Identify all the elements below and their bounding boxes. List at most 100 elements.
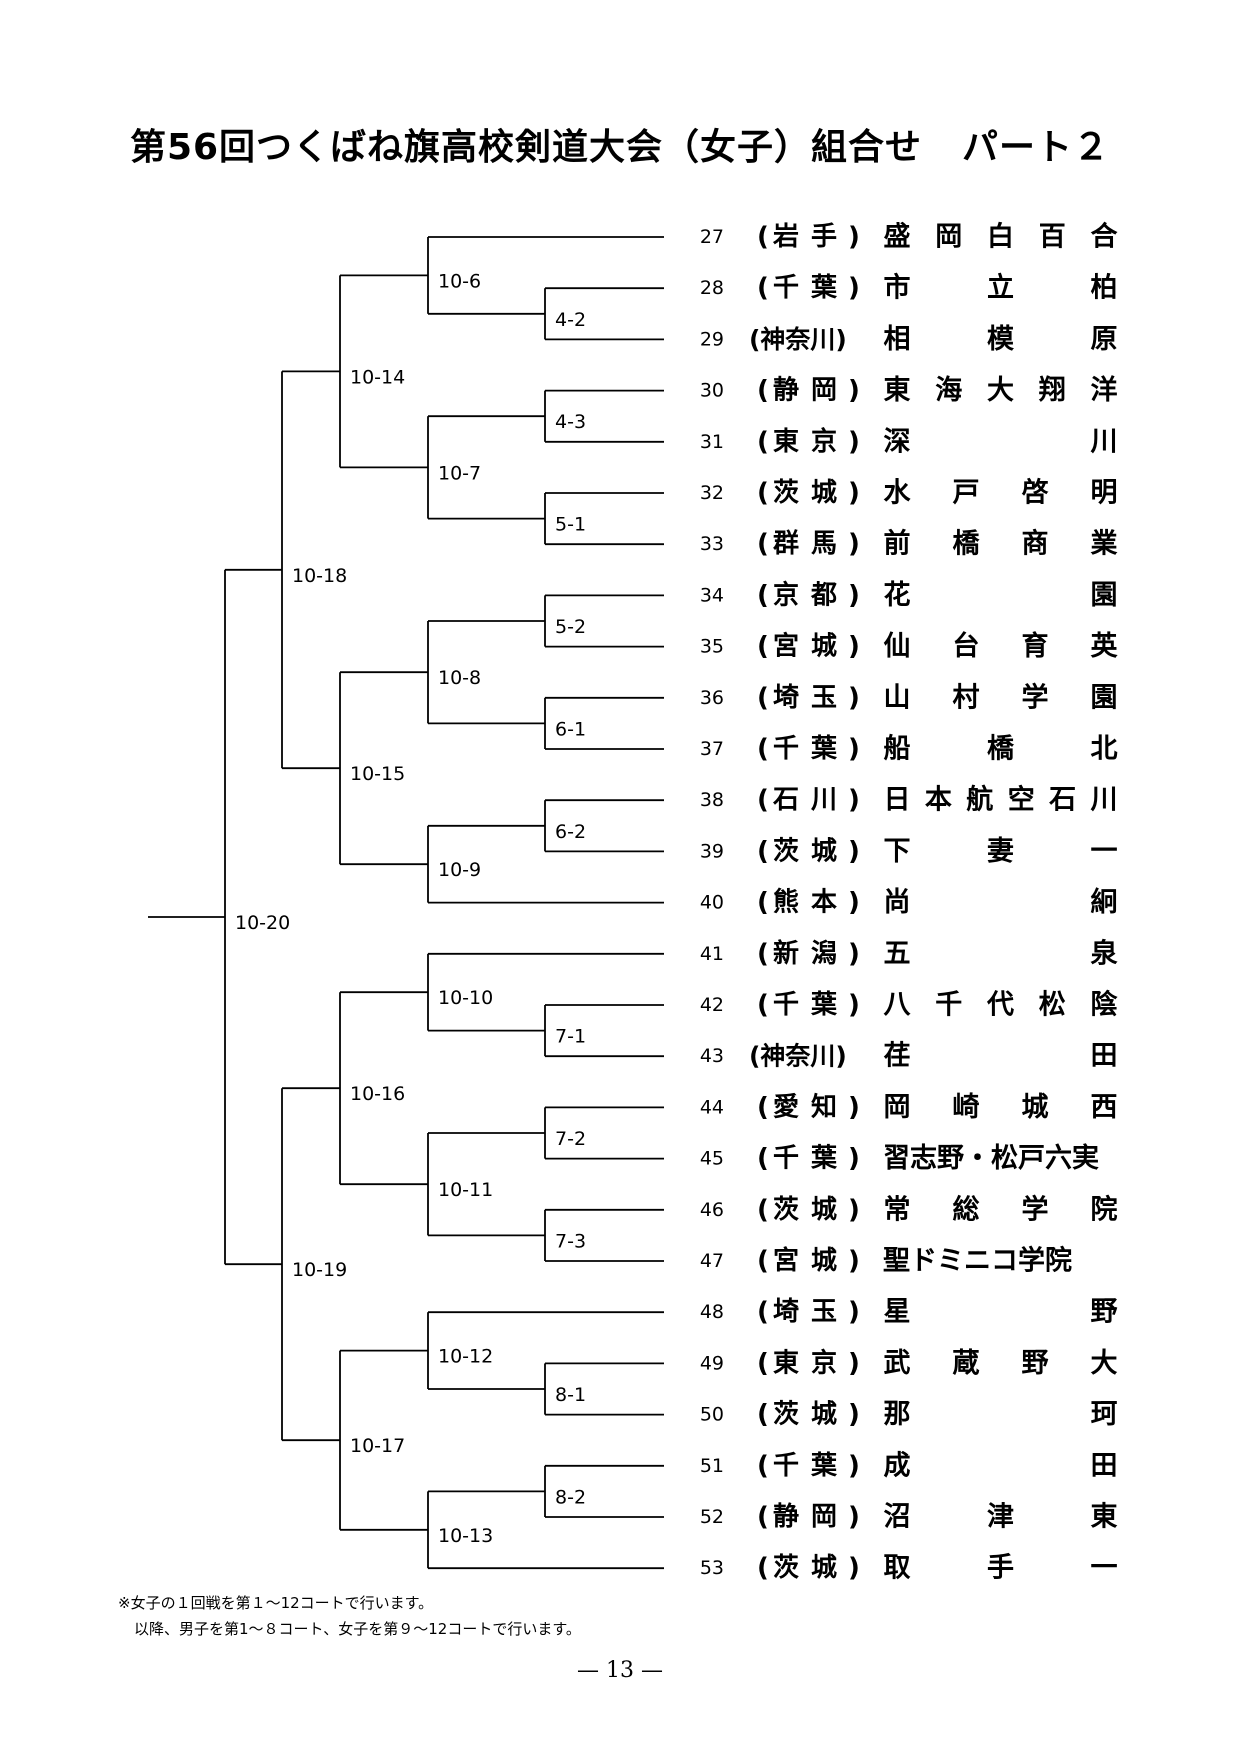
team-name-char: 花: [884, 580, 911, 611]
team-prefecture: 都: [810, 580, 837, 610]
team-name-char: 松: [1039, 990, 1066, 1021]
team-prefecture: 茨: [773, 1553, 799, 1583]
team-prefecture: 城: [811, 1195, 837, 1225]
team-name-char: 海: [935, 375, 962, 406]
team-name-char: 川: [1091, 785, 1118, 816]
team-prefecture: (: [757, 478, 769, 508]
team-prefecture: ): [848, 273, 860, 303]
team-prefecture: 石: [772, 785, 799, 815]
team-prefecture: 千: [773, 1144, 799, 1174]
team-prefecture: 葉: [810, 734, 838, 764]
page-number: — 13 —: [577, 1658, 663, 1683]
match-label-third: 10-6: [438, 270, 481, 292]
team-name-char: 船: [884, 733, 911, 765]
team-prefecture: ): [848, 1195, 860, 1225]
match-label-third: 10-9: [438, 859, 481, 881]
team-prefecture: (: [757, 888, 769, 918]
team-prefecture: 葉: [810, 273, 838, 303]
team-prefecture: 岩: [772, 222, 799, 252]
team-prefecture: (: [757, 427, 769, 457]
team-prefecture: 手: [811, 222, 837, 252]
team-name-char: 城: [1022, 1092, 1049, 1123]
team-prefecture: 本: [811, 888, 837, 918]
team-number: 38: [700, 789, 724, 811]
team-name-char: 沼: [884, 1502, 911, 1533]
team-prefecture: (: [757, 939, 769, 969]
match-label-third: 10-11: [438, 1179, 493, 1201]
team-number: 35: [700, 636, 724, 658]
team-name-char: 村: [953, 682, 980, 713]
team-name-char: 前: [884, 528, 911, 560]
team-prefecture: 熊: [773, 887, 799, 918]
team-prefecture: 城: [811, 836, 837, 866]
match-label-quarter: 10-14: [350, 366, 405, 388]
team-name-char: 那: [884, 1399, 911, 1430]
team-name-char: 田: [1091, 1041, 1118, 1072]
team-prefecture: 東: [773, 427, 799, 457]
team-prefecture: ): [848, 478, 860, 508]
team-name-char: 岡: [884, 1092, 911, 1123]
match-label-first: 7-2: [555, 1128, 586, 1150]
team-prefecture: 城: [811, 1400, 837, 1430]
team-prefecture: 城: [811, 632, 837, 662]
team-name-char: 深: [884, 426, 911, 457]
team-prefecture: 潟: [811, 939, 837, 969]
team-name-char: 原: [1091, 324, 1118, 355]
team-name-char: 泉: [1091, 937, 1119, 969]
team-number: 42: [700, 994, 724, 1016]
team-number: 49: [700, 1352, 724, 1374]
team-name-char: 取: [884, 1553, 911, 1584]
team-prefecture: 川: [811, 785, 837, 815]
team-name-char: 総: [953, 1193, 980, 1225]
team-number: 46: [700, 1199, 724, 1221]
team-prefecture: (: [757, 1195, 769, 1225]
team-name-char: 妻: [987, 836, 1014, 867]
team-prefecture: 城: [811, 1553, 837, 1583]
team-prefecture: (: [757, 376, 769, 406]
team-name-char: 模: [987, 324, 1014, 355]
team-number: 47: [700, 1250, 724, 1272]
team-prefecture: (: [757, 1502, 769, 1532]
team-prefecture: 茨: [773, 1195, 799, 1225]
team-name-char: 絅: [1091, 886, 1118, 918]
team-number: 51: [700, 1455, 724, 1477]
team-prefecture: (: [757, 1246, 769, 1276]
team-prefecture: 葉: [810, 1451, 838, 1481]
team-prefecture: 東: [773, 1348, 799, 1378]
team-number: 50: [700, 1404, 724, 1426]
team-name-char: 百: [1039, 222, 1066, 253]
team-prefecture: 京: [811, 426, 837, 457]
team-name-char: 常: [884, 1194, 911, 1225]
team-prefecture: (: [757, 990, 769, 1020]
team-prefecture: 岡: [811, 1502, 837, 1532]
team-name-char: 日: [884, 785, 911, 816]
match-label-third: 10-8: [438, 667, 481, 689]
match-label-quarter: 10-16: [350, 1083, 405, 1105]
team-prefecture: 愛: [773, 1092, 799, 1122]
team-prefecture: ): [848, 1451, 860, 1481]
team-prefecture: ): [848, 734, 860, 764]
match-label-first: 6-2: [555, 821, 586, 843]
team-number: 27: [700, 226, 724, 248]
team-name-char: 尚: [884, 887, 911, 918]
team-prefecture: 玉: [811, 1297, 837, 1327]
team-prefecture: 埼: [773, 1297, 799, 1327]
team-number: 44: [700, 1096, 724, 1118]
team-prefecture: 葉: [810, 990, 838, 1020]
team-prefecture: 宮: [773, 631, 799, 662]
team-name-char: 成: [884, 1450, 911, 1481]
team-name-char: 水: [884, 478, 912, 509]
team-name-char: 翔: [1039, 375, 1066, 406]
team-number: 40: [700, 892, 724, 914]
match-label-first: 6-1: [555, 718, 586, 740]
team-prefecture: (: [757, 1144, 769, 1174]
team-number: 33: [700, 533, 724, 555]
team-name-char: 代: [986, 990, 1014, 1021]
team-name-char: 白: [987, 221, 1014, 253]
team-name-char: 岡: [935, 222, 962, 253]
team-prefecture: ): [848, 888, 860, 918]
match-label-first: 8-1: [555, 1384, 586, 1406]
team-prefecture: ): [848, 836, 860, 866]
match-label-quarter: 10-17: [350, 1435, 405, 1457]
team-prefecture: ): [848, 222, 860, 252]
